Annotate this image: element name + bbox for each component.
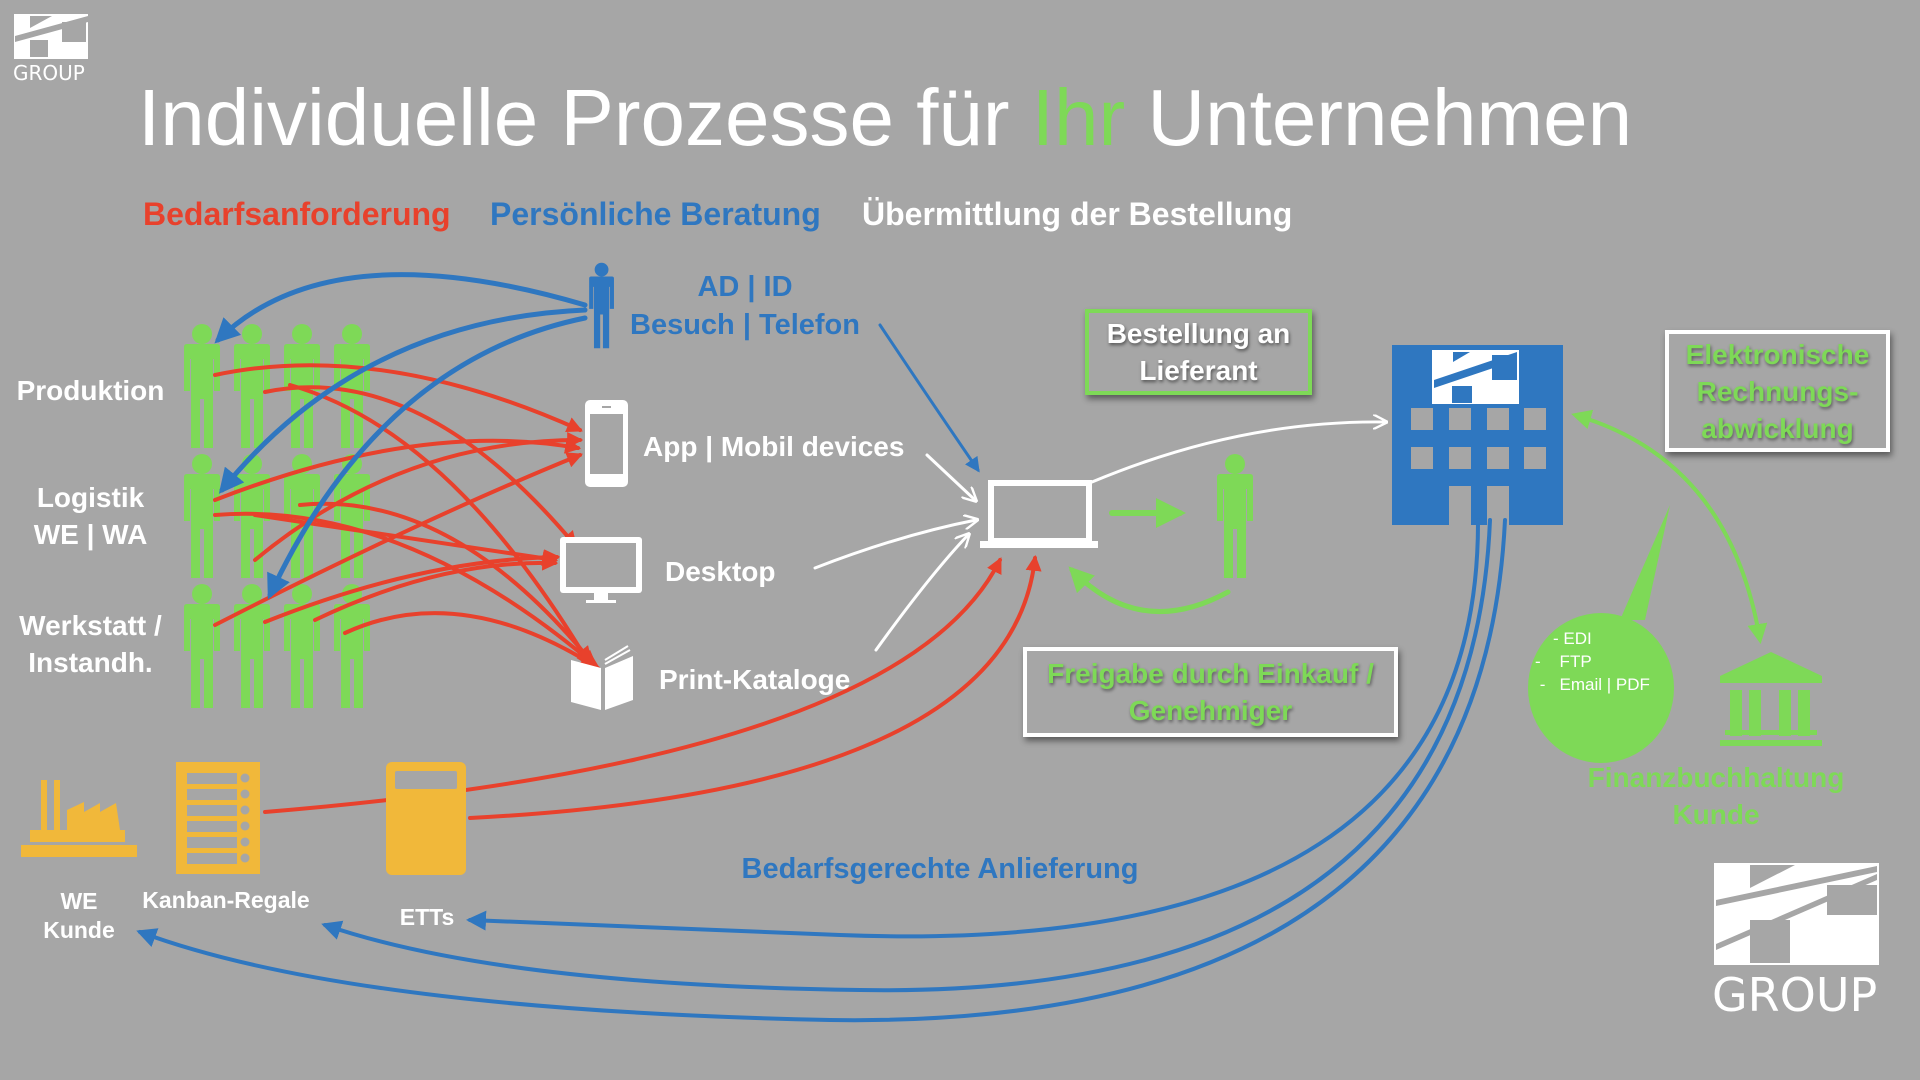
employee-icon xyxy=(184,324,220,448)
einvoice-arrow xyxy=(1571,409,1768,644)
mobile-device-icon xyxy=(585,400,628,487)
logo-small-icon xyxy=(14,14,88,59)
department-logistics: Logistik WE | WA xyxy=(8,479,173,553)
employee-icon xyxy=(234,324,270,448)
department-sublabel: WE | WA xyxy=(33,519,148,550)
department-production: Produktion xyxy=(8,372,173,409)
logo-small-text: GROUP xyxy=(13,61,85,85)
demand-arrow xyxy=(343,611,601,670)
demand-arrow xyxy=(213,511,598,668)
einvoice-line1: Elektronische xyxy=(1685,338,1870,370)
approval-return-arrow xyxy=(1068,566,1231,614)
einvoice-line2: Rechnungs- xyxy=(1696,375,1859,407)
order-supplier-line2: Lieferant xyxy=(1139,355,1258,386)
factory-icon xyxy=(21,780,137,857)
department-label: Werkstatt / xyxy=(19,610,162,641)
demand-arrow xyxy=(253,432,584,562)
approval-line2: Genehmiger xyxy=(1128,695,1293,726)
logo-large-text: GROUP xyxy=(1712,968,1878,1022)
title-part-1: Individuelle Prozesse für xyxy=(138,73,1032,162)
laptop-icon xyxy=(980,480,1098,548)
delivery-arrow xyxy=(136,518,1507,1023)
title-part-2: Unternehmen xyxy=(1125,73,1633,162)
consultant-role: AD | ID xyxy=(697,271,793,303)
channel-mobile-label: App | Mobil devices xyxy=(643,431,905,462)
transmission-arrows xyxy=(813,422,1385,652)
order-supplier-box: Bestellung an Lieferant xyxy=(1085,309,1312,395)
department-label: Produktion xyxy=(16,375,165,406)
finance-line2: Kunde xyxy=(1672,799,1760,830)
employee-icon xyxy=(334,454,370,578)
einvoice-box: Elektronische Rechnungs- abwicklung xyxy=(1665,330,1890,452)
demand-arrow xyxy=(298,501,593,663)
order-supplier-line1: Bestellung an xyxy=(1106,318,1291,349)
delivery-we-label: WE Kunde xyxy=(29,887,129,945)
transmission-arrow xyxy=(874,535,968,652)
title-highlight: Ihr xyxy=(1031,73,1126,162)
supplier-building-icon xyxy=(1392,345,1563,525)
consulting-arrow xyxy=(214,272,588,344)
ett-terminal-icon xyxy=(386,762,466,875)
consultant-icon xyxy=(589,262,614,349)
delivery-arrow xyxy=(321,518,1492,993)
consulting-arrow xyxy=(878,323,980,473)
finance-label: Finanzbuchhaltung Kunde xyxy=(1566,759,1866,833)
format-item-email: - Email | PDF xyxy=(1535,675,1650,694)
delivery-arrow xyxy=(466,518,1481,939)
page-title: Individuelle Prozesse für Ihr Unternehme… xyxy=(138,72,1632,164)
header-consulting: Persönliche Beratung xyxy=(490,196,821,232)
demand-arrow xyxy=(313,554,559,622)
delivery-kanban-label: Kanban-Regale xyxy=(142,887,310,913)
delivery-arrows xyxy=(136,518,1507,1023)
einvoice-line3: abwicklung xyxy=(1701,412,1854,444)
approval-line1: Freigabe durch Einkauf / xyxy=(1047,658,1374,689)
transmission-arrow xyxy=(925,453,975,500)
approver-icon xyxy=(1217,454,1253,578)
consulting-arrows xyxy=(214,272,980,600)
consultant-label: AD | ID Besuch | Telefon xyxy=(620,268,870,344)
header-demand: Bedarfsanforderung xyxy=(143,196,451,232)
consulting-arrow xyxy=(267,315,588,600)
department-label: Logistik xyxy=(36,482,145,513)
format-list: - EDI - FTP - Email | PDF xyxy=(1535,627,1650,696)
demand-arrow xyxy=(253,513,559,567)
channel-desktop-label: Desktop xyxy=(665,556,776,587)
desktop-icon xyxy=(560,537,642,603)
kanban-shelf-icon xyxy=(176,762,260,874)
demand-arrow xyxy=(263,385,578,548)
transmission-arrow xyxy=(1090,422,1385,484)
channel-print-label: Print-Kataloge xyxy=(659,664,851,695)
replenishment-arrows xyxy=(263,554,1042,820)
transmission-arrow xyxy=(813,520,976,570)
header-transmission: Übermittlung der Bestellung xyxy=(862,196,1293,232)
logo-large-icon xyxy=(1714,863,1879,965)
department-sublabel: Instandh. xyxy=(28,647,153,678)
employee-icon xyxy=(184,584,220,708)
catalog-book-icon xyxy=(571,645,633,710)
format-item-ftp: - FTP xyxy=(1535,652,1592,671)
department-workshop: Werkstatt / Instandh. xyxy=(8,607,173,681)
bank-icon xyxy=(1720,652,1822,746)
approval-box: Freigabe durch Einkauf / Genehmiger xyxy=(1023,647,1398,737)
finance-line1: Finanzbuchhaltung xyxy=(1587,762,1845,793)
delivery-etts-label: ETTs xyxy=(399,904,455,930)
consulting-arrow xyxy=(218,307,588,494)
format-item-edi: - EDI xyxy=(1553,629,1592,648)
demand-arrow xyxy=(263,549,561,624)
replenishment-arrow xyxy=(468,554,1042,820)
delivery-we-line2: Kunde xyxy=(43,917,115,943)
approval-arrows xyxy=(1068,498,1231,614)
consultant-channel: Besuch | Telefon xyxy=(630,309,860,341)
demand-arrows xyxy=(213,363,601,670)
employee-icon xyxy=(234,584,270,708)
delivery-we-line1: WE xyxy=(60,888,98,914)
demand-arrow xyxy=(288,383,592,668)
demand-arrow xyxy=(213,363,583,433)
delivery-label: Bedarfsgerechte Anlieferung xyxy=(741,853,1139,885)
